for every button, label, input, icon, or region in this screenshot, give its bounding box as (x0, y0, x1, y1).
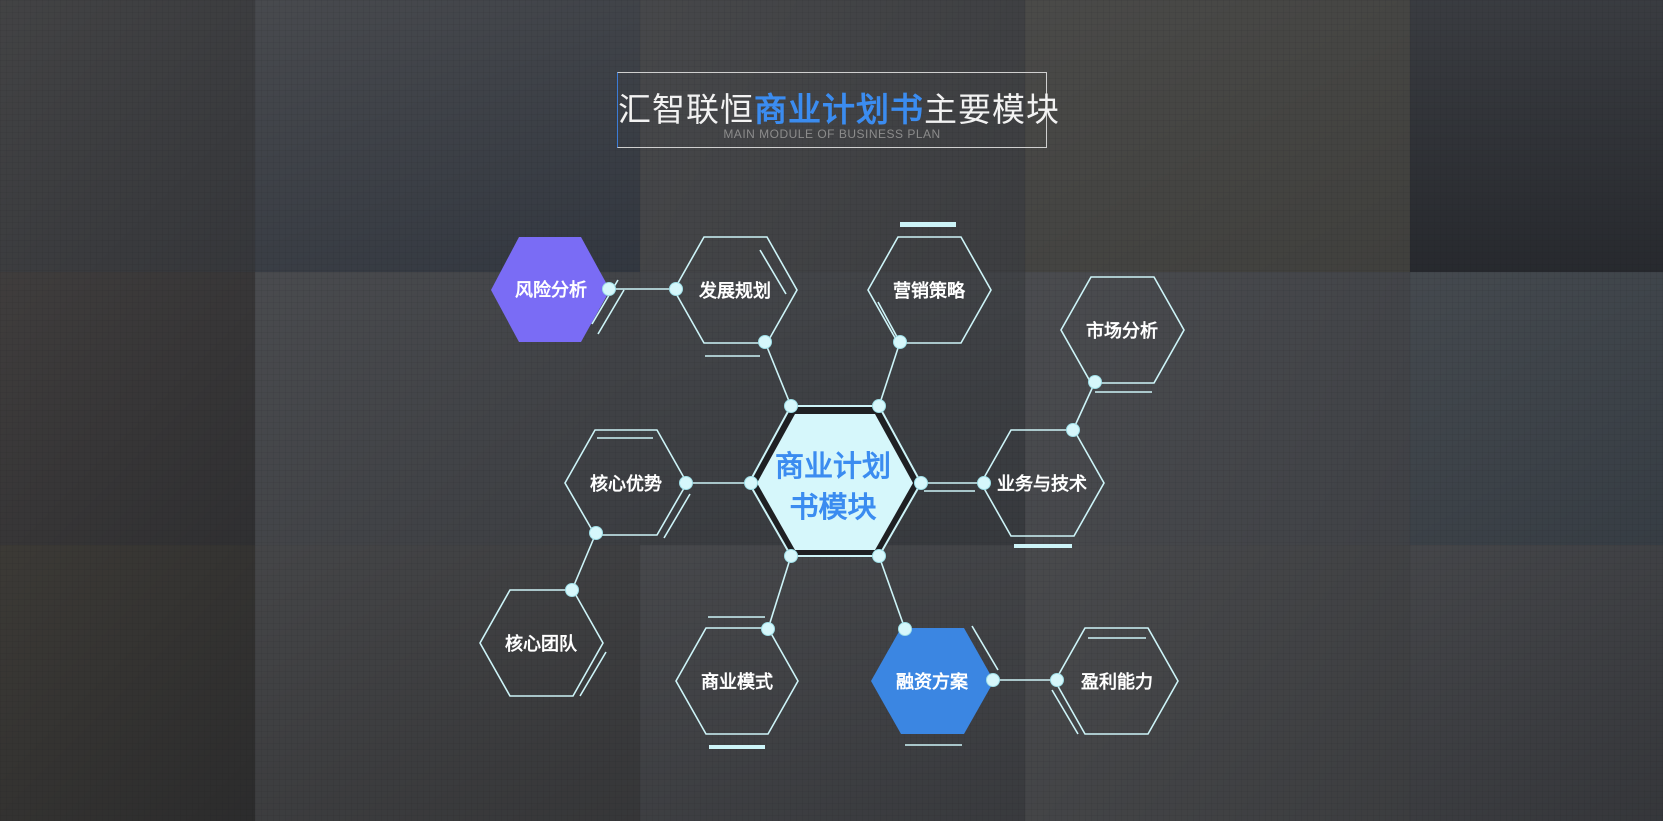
hex-core-team: 核心团队 (479, 589, 607, 697)
development-label: 发展规划 (698, 280, 771, 302)
title-highlight: 商业计划书 (754, 90, 924, 129)
market-label: 市场分析 (1086, 320, 1158, 342)
center-label-line2: 书模块 (789, 490, 876, 524)
hex-profitability: 盈利能力 (1051, 627, 1179, 735)
hex-market: 市场分析 (1060, 276, 1185, 393)
hex-core-advantage: 核心优势 (564, 429, 691, 539)
connector-dots (565, 282, 1102, 687)
hex-development: 发展规划 (673, 236, 798, 357)
hex-business-tech: 业务与技术 (924, 429, 1105, 548)
title-suffix: 主要模块 (924, 90, 1060, 129)
core-advantage-label: 核心优势 (590, 473, 662, 495)
connector-lines (571, 288, 1096, 681)
page-subtitle: MAIN MODULE OF BUSINESS PLAN (723, 127, 941, 141)
financing-label: 融资方案 (896, 671, 969, 693)
hex-risk: 风险分析 (491, 237, 625, 342)
hex-financing: 融资方案 (871, 625, 999, 746)
page-title: 汇智联恒商业计划书主要模块 (618, 83, 1059, 131)
hex-marketing: 营销策略 (867, 222, 992, 347)
risk-label: 风险分析 (515, 279, 587, 301)
title-box: 汇智联恒商业计划书主要模块 MAIN MODULE OF BUSINESS PL… (617, 72, 1059, 148)
center-hexagon: 商业计划 书模块 (747, 405, 923, 557)
core-team-label: 核心团队 (505, 633, 578, 655)
marketing-label: 营销策略 (893, 280, 966, 302)
title-prefix: 汇智联恒 (618, 90, 754, 129)
hex-business-model: 商业模式 (675, 616, 799, 749)
center-label-line1: 商业计划 (775, 449, 891, 483)
business-tech-label: 业务与技术 (997, 473, 1087, 495)
profitability-label: 盈利能力 (1080, 671, 1153, 693)
business-model-label: 商业模式 (701, 671, 773, 693)
